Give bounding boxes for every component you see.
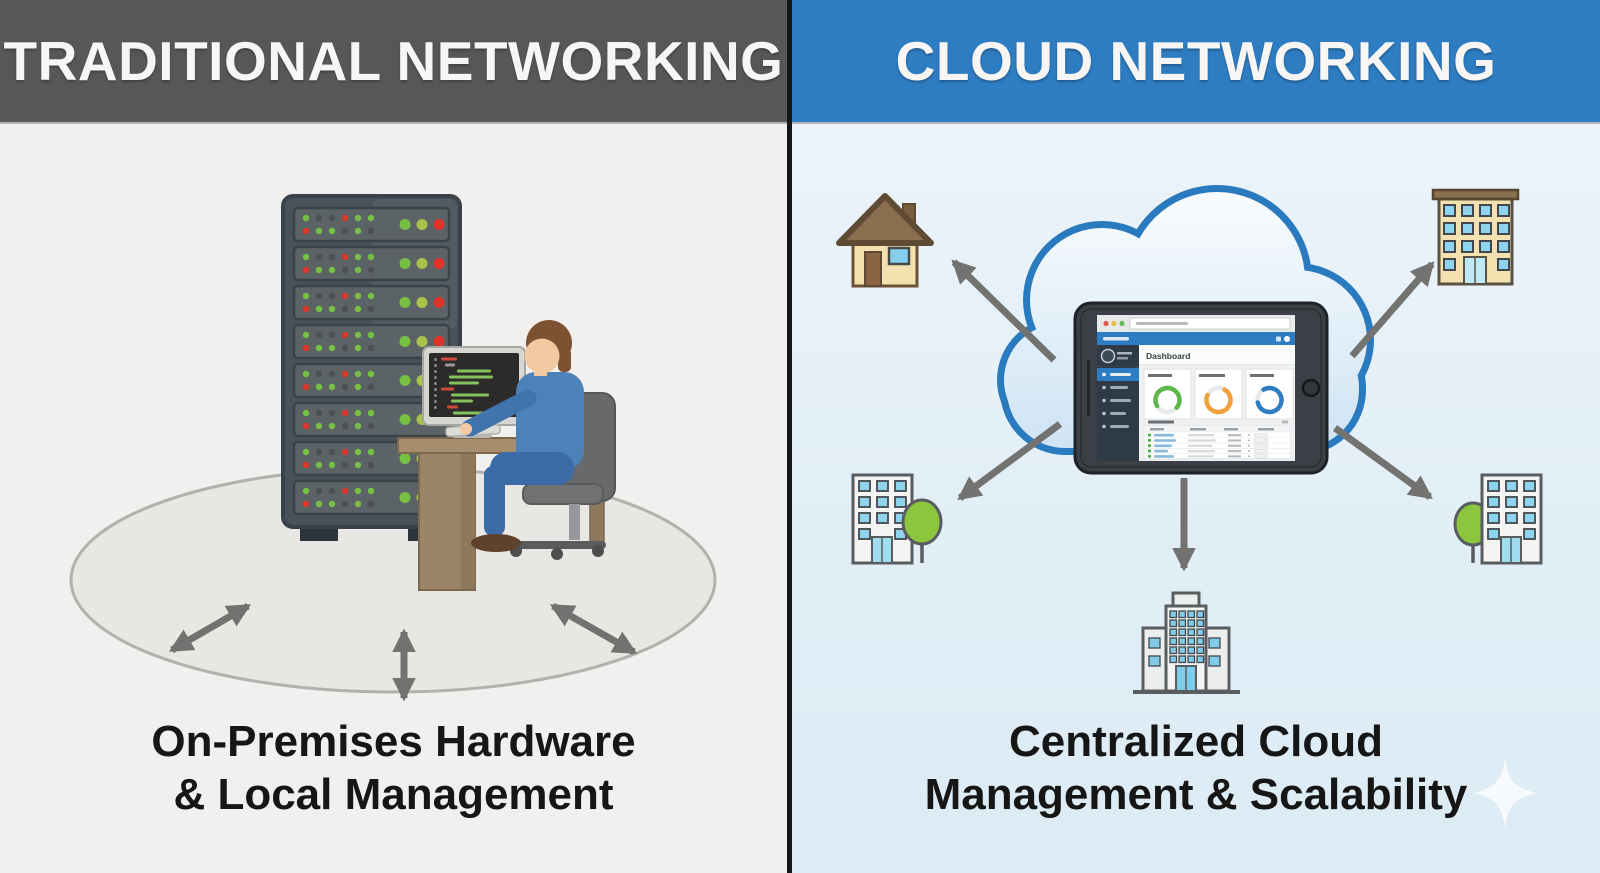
rack-unit <box>292 479 451 516</box>
code-line <box>453 411 483 415</box>
rack-unit <box>292 284 451 321</box>
building-with-tree-icon <box>851 473 943 565</box>
sidebar-menu-item <box>1102 424 1129 429</box>
left-caption-line2: & Local Management <box>173 769 614 819</box>
rack-unit <box>292 362 451 399</box>
home-button-icon <box>1301 378 1321 398</box>
speaker-slot <box>1087 360 1090 416</box>
house-icon <box>836 193 934 288</box>
rack-unit <box>292 245 451 282</box>
left-caption: On-Premises Hardware & Local Management <box>0 716 787 822</box>
sidebar-menu-item <box>1097 368 1139 381</box>
code-line <box>451 393 489 397</box>
table-row <box>1144 442 1291 448</box>
cloud-scene: Dashboard <box>836 185 1543 828</box>
url-bar <box>1129 317 1291 330</box>
office-building-icon <box>1431 188 1520 286</box>
dashboard-title: Dashboard <box>1146 351 1190 361</box>
right-caption: Centralized Cloud Management & Scalabili… <box>792 716 1600 822</box>
traditional-networking-panel: TRADITIONAL NETWORKING <box>0 0 787 873</box>
left-header-bar: TRADITIONAL NETWORKING <box>0 0 787 122</box>
double-arrow-icon <box>549 602 638 656</box>
sidebar-menu-item <box>1102 411 1126 416</box>
code-line <box>441 387 454 391</box>
app-top-bar <box>1097 332 1295 345</box>
rack-unit <box>292 323 451 360</box>
tablet-dashboard-icon: Dashboard <box>1073 301 1329 475</box>
code-line <box>441 357 457 361</box>
traffic-light-dots <box>1103 320 1125 327</box>
panel-divider <box>787 0 792 873</box>
gear-icon <box>1284 336 1290 342</box>
arrow-to-house-icon <box>951 259 1057 363</box>
building-with-tree-icon <box>1453 473 1543 565</box>
cloud-arrows <box>951 259 1435 572</box>
right-header-bar: CLOUD NETWORKING <box>792 0 1600 122</box>
expansion-arrows <box>168 602 638 702</box>
arrow-to-building-bottom-right-icon <box>1332 425 1433 500</box>
gauge-card-orange <box>1194 368 1243 420</box>
right-caption-line1: Centralized Cloud <box>1008 717 1384 766</box>
table-row <box>1147 433 1269 438</box>
left-header-title: TRADITIONAL NETWORKING <box>3 30 784 92</box>
server-rack-icon <box>281 194 462 541</box>
double-arrow-icon <box>168 602 252 654</box>
sidebar-menu-item <box>1102 385 1128 390</box>
code-line <box>449 375 493 379</box>
arrow-to-building-top-right-icon <box>1349 261 1435 359</box>
code-line <box>451 399 473 403</box>
table-row <box>1144 437 1291 443</box>
arrow-to-building-bottom-left-icon <box>957 421 1063 501</box>
sidebar-menu-item <box>1102 398 1131 403</box>
dashboard-sidebar <box>1097 345 1139 461</box>
tree-icon <box>901 498 943 563</box>
browser-chrome <box>1097 315 1295 332</box>
code-line <box>447 405 458 409</box>
table-row <box>1144 448 1291 454</box>
code-line <box>445 363 455 367</box>
gauge-card-green <box>1143 368 1192 420</box>
code-line <box>449 381 479 385</box>
avatar <box>1100 348 1116 364</box>
admin-person-icon <box>460 320 584 552</box>
rack-unit <box>292 401 451 438</box>
right-caption-line2: Management & Scalability <box>924 769 1468 819</box>
cloud-networking-panel: CLOUD NETWORKING <box>792 0 1600 873</box>
sparkle-icon <box>1474 758 1536 828</box>
rack-unit <box>292 206 451 243</box>
headquarters-building-icon <box>1133 591 1240 694</box>
right-header-title: CLOUD NETWORKING <box>895 30 1497 92</box>
table-row <box>1144 453 1291 459</box>
records-table <box>1143 420 1292 460</box>
dashboard-main: Dashboard <box>1139 345 1295 461</box>
left-caption-line1: On-Premises Hardware <box>151 717 636 766</box>
traditional-scene <box>69 194 717 702</box>
code-line <box>457 369 491 373</box>
gauge-card-blue <box>1245 368 1294 420</box>
